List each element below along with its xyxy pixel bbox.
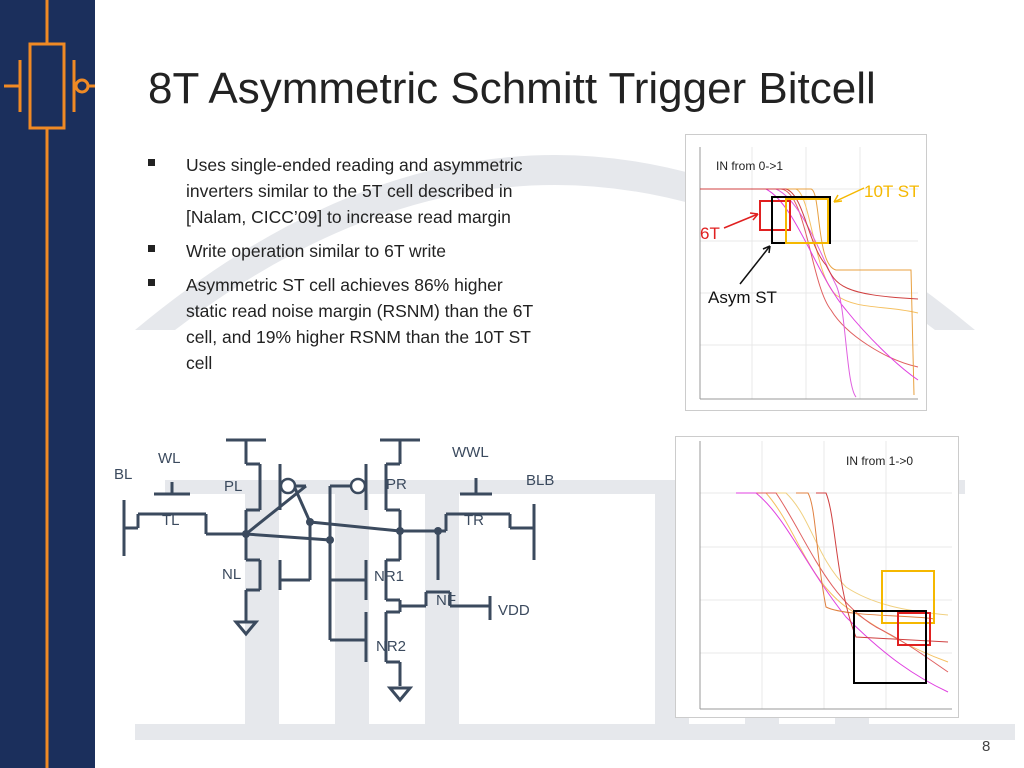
label-nl: NL <box>222 566 242 583</box>
bullet-marker <box>148 159 155 166</box>
bullet-text: Asymmetric ST cell achieves 86% higher s… <box>186 275 533 373</box>
label-pr: PR <box>386 476 407 493</box>
plot-top-caption: IN from 0->1 <box>716 159 784 173</box>
label-nr1: NR1 <box>374 568 405 585</box>
page-number: 8 <box>982 738 991 755</box>
label-pl: PL <box>224 478 243 495</box>
bullet-text: Uses single-ended reading and asymmetric… <box>186 155 523 227</box>
label-bl: BL <box>114 466 133 483</box>
bullet-list: Uses single-ended reading and asymmetric… <box>148 152 548 384</box>
annotation-arrows <box>723 187 865 285</box>
label-nr2: NR2 <box>376 638 407 655</box>
bullet-marker <box>148 279 155 286</box>
transistor-logo-icon <box>4 0 95 768</box>
bullet-item: Write operation similar to 6T write <box>148 238 548 264</box>
annotation-6t: 6T <box>700 224 720 243</box>
label-wwl: WWL <box>452 444 489 461</box>
bitcell-schematic: WL BL PL TL NL PR WWL BLB TR NR1 NF VDD … <box>110 430 570 710</box>
plot-bottom-caption: IN from 1->0 <box>846 454 914 468</box>
vtc-plot-top: IN from 0->1 <box>685 134 927 411</box>
label-blb: BLB <box>526 472 555 489</box>
annotation-10t: 10T ST <box>864 182 920 201</box>
label-vdd: VDD <box>498 602 530 619</box>
label-tl: TL <box>162 512 180 529</box>
label-wl: WL <box>158 450 181 467</box>
slide-title: 8T Asymmetric Schmitt Trigger Bitcell <box>148 64 876 113</box>
bitcell-schematic-graphic <box>122 438 536 703</box>
vtc-plot-top-graphic <box>699 147 919 400</box>
label-tr: TR <box>464 512 484 529</box>
bullet-marker <box>148 245 155 252</box>
bullet-text: Write operation similar to 6T write <box>186 241 446 261</box>
annotation-asym-st: Asym ST <box>708 288 777 307</box>
label-nf: NF <box>436 592 456 609</box>
sidebar-band <box>0 0 95 768</box>
bullet-item: Asymmetric ST cell achieves 86% higher s… <box>148 272 548 376</box>
vtc-plot-bottom: IN from 1->0 <box>675 436 959 718</box>
bullet-item: Uses single-ended reading and asymmetric… <box>148 152 548 230</box>
vtc-plot-bottom-graphic <box>699 441 952 710</box>
